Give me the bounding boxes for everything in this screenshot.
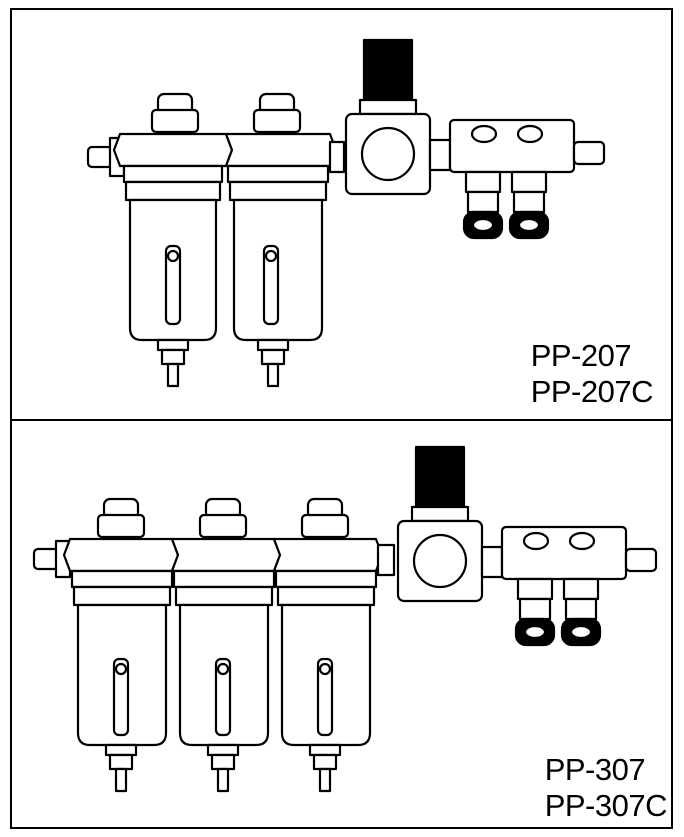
filter-unit-1 <box>62 497 180 793</box>
model-labels: PP-307 PP-307C <box>544 752 668 824</box>
filter-unit-1 <box>112 92 234 388</box>
model-label-primary: PP-307 <box>544 752 646 787</box>
coupling <box>328 140 346 174</box>
filter-assembly-drawing-2-stage <box>86 38 606 388</box>
filter-assembly-drawing-3-stage <box>32 445 658 793</box>
coupling <box>376 543 396 577</box>
pressure-regulator <box>344 38 452 196</box>
panel-pp-207: PP-207 PP-207C <box>10 8 673 421</box>
outlet-manifold <box>448 118 606 240</box>
model-labels: PP-207 PP-207C <box>530 338 654 410</box>
filter-unit-2 <box>170 497 282 793</box>
filter-unit-3 <box>272 497 384 793</box>
model-label-secondary: PP-307C <box>544 788 668 823</box>
model-label-primary: PP-207 <box>530 338 632 373</box>
filter-unit-2 <box>224 92 338 388</box>
panel-pp-307: PP-307 PP-307C <box>10 419 673 829</box>
model-label-secondary: PP-207C <box>530 374 654 409</box>
inlet-fitting <box>86 145 114 169</box>
pressure-regulator <box>396 445 504 603</box>
outlet-manifold <box>500 525 658 647</box>
inlet-fitting <box>32 547 60 571</box>
